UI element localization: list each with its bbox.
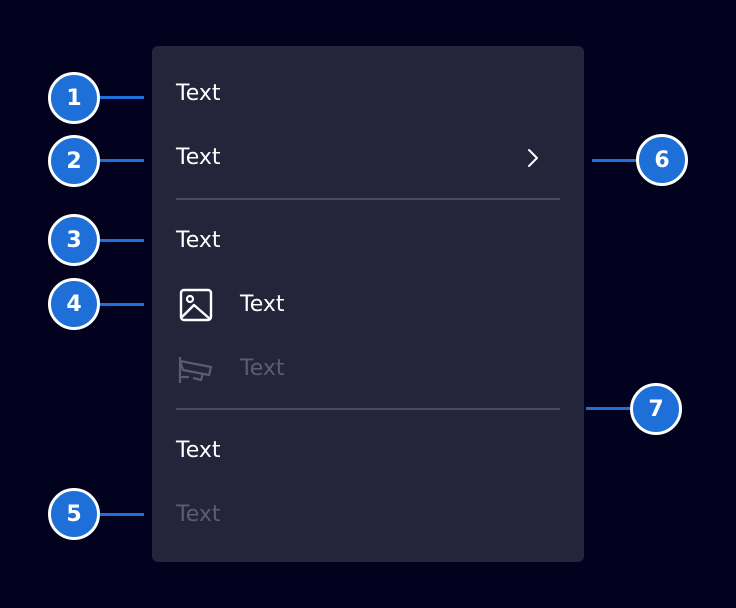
callout-line-6 [592,159,636,162]
chevron-right-icon [528,149,538,167]
callout-badge-6: 6 [636,134,688,186]
menu-item-label: Text [176,502,221,527]
menu-item-label: Text [240,356,285,381]
menu-item-disabled: Text [152,487,584,543]
menu-item-submenu[interactable]: Text [152,130,584,186]
menu-item-label: Text [240,292,285,317]
callout-badge-7: 7 [630,383,682,435]
callout-line-4 [100,303,144,306]
callout-badge-5: 5 [48,488,100,540]
menu-item-1[interactable]: Text [152,66,584,122]
menu-item-3[interactable]: Text [152,213,584,269]
menu-item-camera-disabled: Text [152,341,584,397]
menu-item-label: Text [176,145,221,170]
menu-item-label: Text [176,81,221,106]
callout-badge-2: 2 [48,135,100,187]
callout-badge-4: 4 [48,278,100,330]
menu-item-label: Text [176,228,221,253]
callout-line-1 [100,96,144,99]
callout-line-2 [100,159,144,162]
menu-item-6[interactable]: Text [152,423,584,479]
callout-line-5 [100,513,144,516]
menu-divider [176,198,560,200]
image-icon [176,285,216,325]
callout-badge-1: 1 [48,72,100,124]
context-menu: Text Text Text Text [152,46,584,562]
callout-line-3 [100,239,144,242]
menu-item-with-image-icon[interactable]: Text [152,277,584,333]
menu-divider [176,408,560,410]
menu-item-label: Text [176,438,221,463]
callout-line-7 [586,407,630,410]
callout-badge-3: 3 [48,214,100,266]
security-camera-icon [176,349,216,389]
